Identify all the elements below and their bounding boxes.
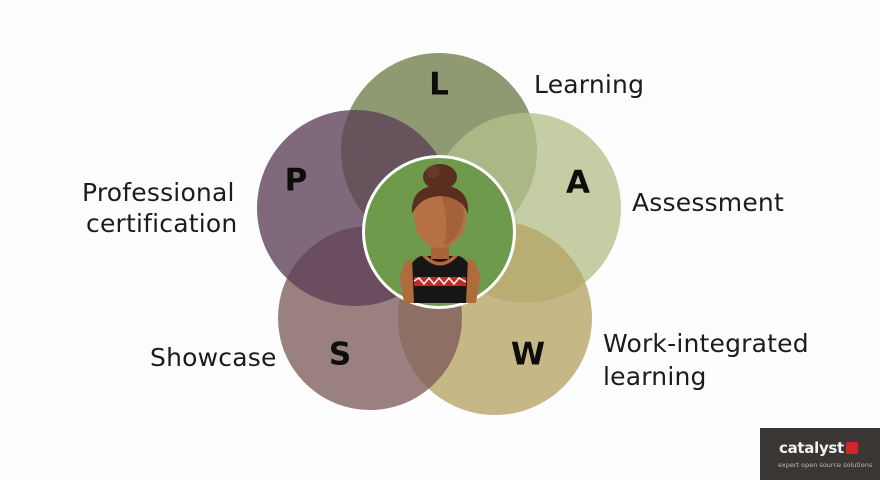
student-avatar-icon: [400, 164, 480, 303]
catalyst-logo[interactable]: catalyst expert open source solutions: [760, 428, 880, 480]
label-p-line-2: certification: [86, 209, 238, 238]
label-w-line-1: Work-integrated: [603, 329, 809, 358]
label-w-line-2: learning: [603, 362, 707, 391]
label-a-line-1: Assessment: [632, 188, 784, 217]
label-l-line-1: Learning: [534, 70, 645, 99]
brand-name: catalyst: [779, 439, 844, 457]
catalyst-logo-icon: [846, 442, 858, 454]
petal-letter-s: S: [329, 337, 351, 373]
petal-letter-l: L: [429, 67, 449, 103]
label-p-line-1: Professional: [82, 178, 235, 207]
brand-tagline: expert open source solutions: [778, 461, 873, 469]
petal-letter-w: W: [511, 337, 545, 373]
petal-letter-p: P: [285, 163, 308, 199]
petal-letter-a: A: [566, 165, 590, 201]
label-s-line-1: Showcase: [150, 343, 277, 372]
